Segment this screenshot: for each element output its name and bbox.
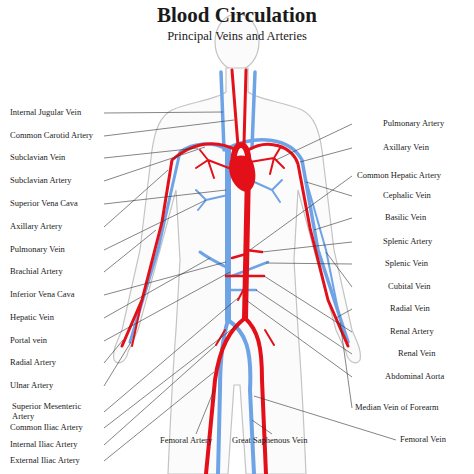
vessel-label: Cephalic Vein [383,191,471,201]
vessel-label: Radial Artery [10,358,102,368]
heart [229,156,255,193]
vessel-label: Superior Mesenteric Artery [12,402,84,422]
diagram-subtitle: Principal Veins and Arteries [0,29,474,43]
vessel-label: Axillary Vein [383,143,471,153]
vessel-label: Portal vein [10,336,102,346]
vessel-label: Great Saphenous Vein [232,436,332,446]
vessel-label: Ulnar Artery [10,381,102,391]
diagram-title: Blood Circulation [0,3,474,27]
vessel-label: External Iliac Artery [10,456,102,466]
leader-lines [104,112,396,461]
vessel-label: Radial Vein [390,304,471,314]
vessel-label: Brachial Artery [10,267,102,277]
vessel-label: Superior Vena Cava [10,199,102,209]
vessel-label: Axillary Artery [10,222,102,232]
vessel-label: Cubital Vein [388,282,471,292]
vessel-label: Subclavian Artery [10,176,102,186]
vessel-label: Splenic Vein [385,259,471,269]
vessel-label: Splenic Artery [383,237,471,247]
vessel-label: Median Vein of Forearm [355,403,471,413]
vessel-label: Internal Iliac Artery [10,440,102,450]
vessel-label: Hepatic Vein [10,313,102,323]
vessel-label: Internal Jugular Vein [10,108,102,118]
vessel-label: Femoral Vein [400,435,471,445]
vessel-label: Abdominal Aorta [385,372,471,382]
body-outline [114,14,361,474]
vessel-label: Common Carotid Artery [10,131,102,141]
vessel-label: Basilic Vein [385,213,471,223]
vessel-label: Subclavian Vein [10,153,102,163]
vessel-label: Pulmonary Artery [383,119,471,129]
vessel-label: Common Iliac Artery [10,423,102,433]
arteries [122,70,348,474]
vessel-label: Common Hepatic Artery [357,171,469,181]
vessel-label: Renal Vein [398,349,471,359]
vessel-label: Renal Artery [390,327,471,337]
vessel-label: Inferior Vena Cava [10,290,102,300]
vessel-label: Femoral Artery [160,436,230,446]
vessel-label: Pulmonary Vein [10,245,102,255]
